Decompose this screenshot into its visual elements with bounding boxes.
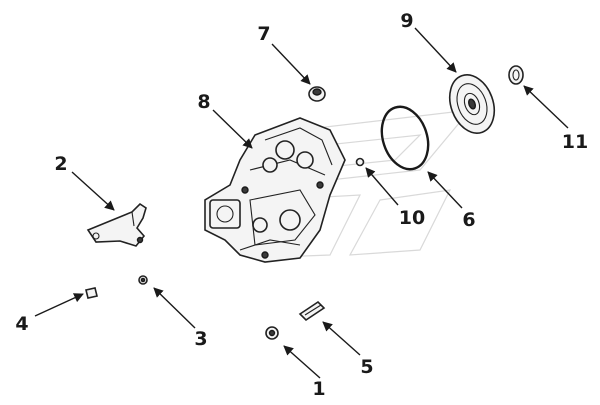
leader-9 [414, 27, 457, 73]
leader-6 [427, 171, 463, 209]
callout-2: 2 [54, 153, 67, 175]
bolt-part-3 [138, 275, 148, 285]
callout-6: 6 [462, 209, 475, 231]
callout-3: 3 [194, 328, 207, 350]
leader-7 [271, 43, 311, 85]
o-ring-gasket-part [380, 105, 430, 171]
leader-4 [34, 293, 84, 317]
callout-labels: 1 2 3 4 5 6 7 8 9 10 11 [15, 10, 588, 400]
callout-11: 11 [562, 131, 588, 153]
stud-part-5 [298, 300, 326, 322]
callout-5: 5 [360, 356, 373, 378]
leader-2 [71, 171, 115, 211]
nut-part-1 [265, 326, 279, 340]
callout-1: 1 [312, 378, 325, 400]
compressor-body [204, 117, 346, 263]
callout-10: 10 [399, 207, 425, 229]
leader-lines [34, 27, 569, 379]
leader-5 [322, 321, 361, 356]
leader-3 [153, 287, 196, 329]
callout-8: 8 [197, 91, 210, 113]
leader-11 [523, 85, 569, 129]
leader-1 [283, 345, 321, 379]
callout-4: 4 [15, 313, 28, 335]
callout-7: 7 [257, 23, 270, 45]
leader-10 [365, 167, 399, 206]
small-ring-part [508, 65, 524, 85]
bolt-part-4 [85, 287, 98, 299]
cap-nut-part [308, 86, 326, 102]
washer-part [355, 157, 365, 167]
bracket-part [86, 202, 147, 247]
callout-9: 9 [400, 10, 413, 32]
gear-part [448, 74, 496, 134]
leader-8 [212, 109, 253, 149]
